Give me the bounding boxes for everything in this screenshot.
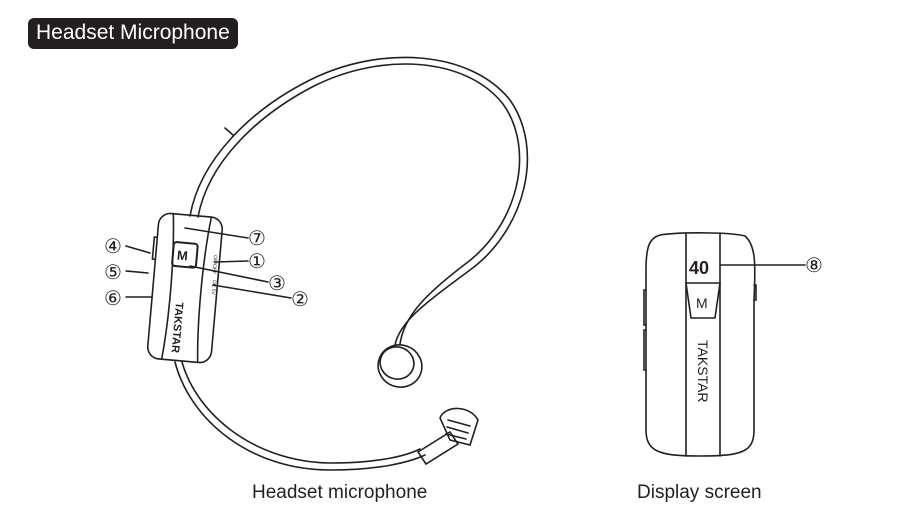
display-caption: Display screen — [637, 482, 762, 503]
headset-transmitter — [146, 212, 224, 364]
callout-2: ② — [291, 289, 309, 311]
callout-5: ⑤ — [104, 262, 122, 284]
callout-4: ④ — [104, 236, 122, 258]
brand-logo: TAKSTAR — [169, 302, 185, 354]
brand-logo-2: TAKSTAR — [695, 340, 711, 403]
headband — [189, 56, 529, 346]
callout-1: ① — [248, 251, 266, 273]
callout-8: ⑧ — [805, 255, 823, 277]
mic-capsule — [377, 344, 423, 388]
mode-button-label: M — [176, 248, 188, 264]
headset-caption: Headset microphone — [252, 482, 428, 503]
callout-7: ⑦ — [248, 228, 266, 250]
charge-label: DC 5V — [210, 280, 217, 296]
section-title: Headset Microphone — [28, 18, 238, 49]
display-readout: 40 — [689, 258, 709, 278]
power-label: ON/OFF — [210, 255, 218, 274]
connector-plug — [416, 407, 479, 466]
display-transmitter — [643, 232, 806, 457]
mode-button-label-2: M — [696, 295, 708, 311]
callout-3: ③ — [268, 273, 286, 295]
callout-6: ⑥ — [104, 288, 122, 310]
cable — [174, 361, 426, 471]
